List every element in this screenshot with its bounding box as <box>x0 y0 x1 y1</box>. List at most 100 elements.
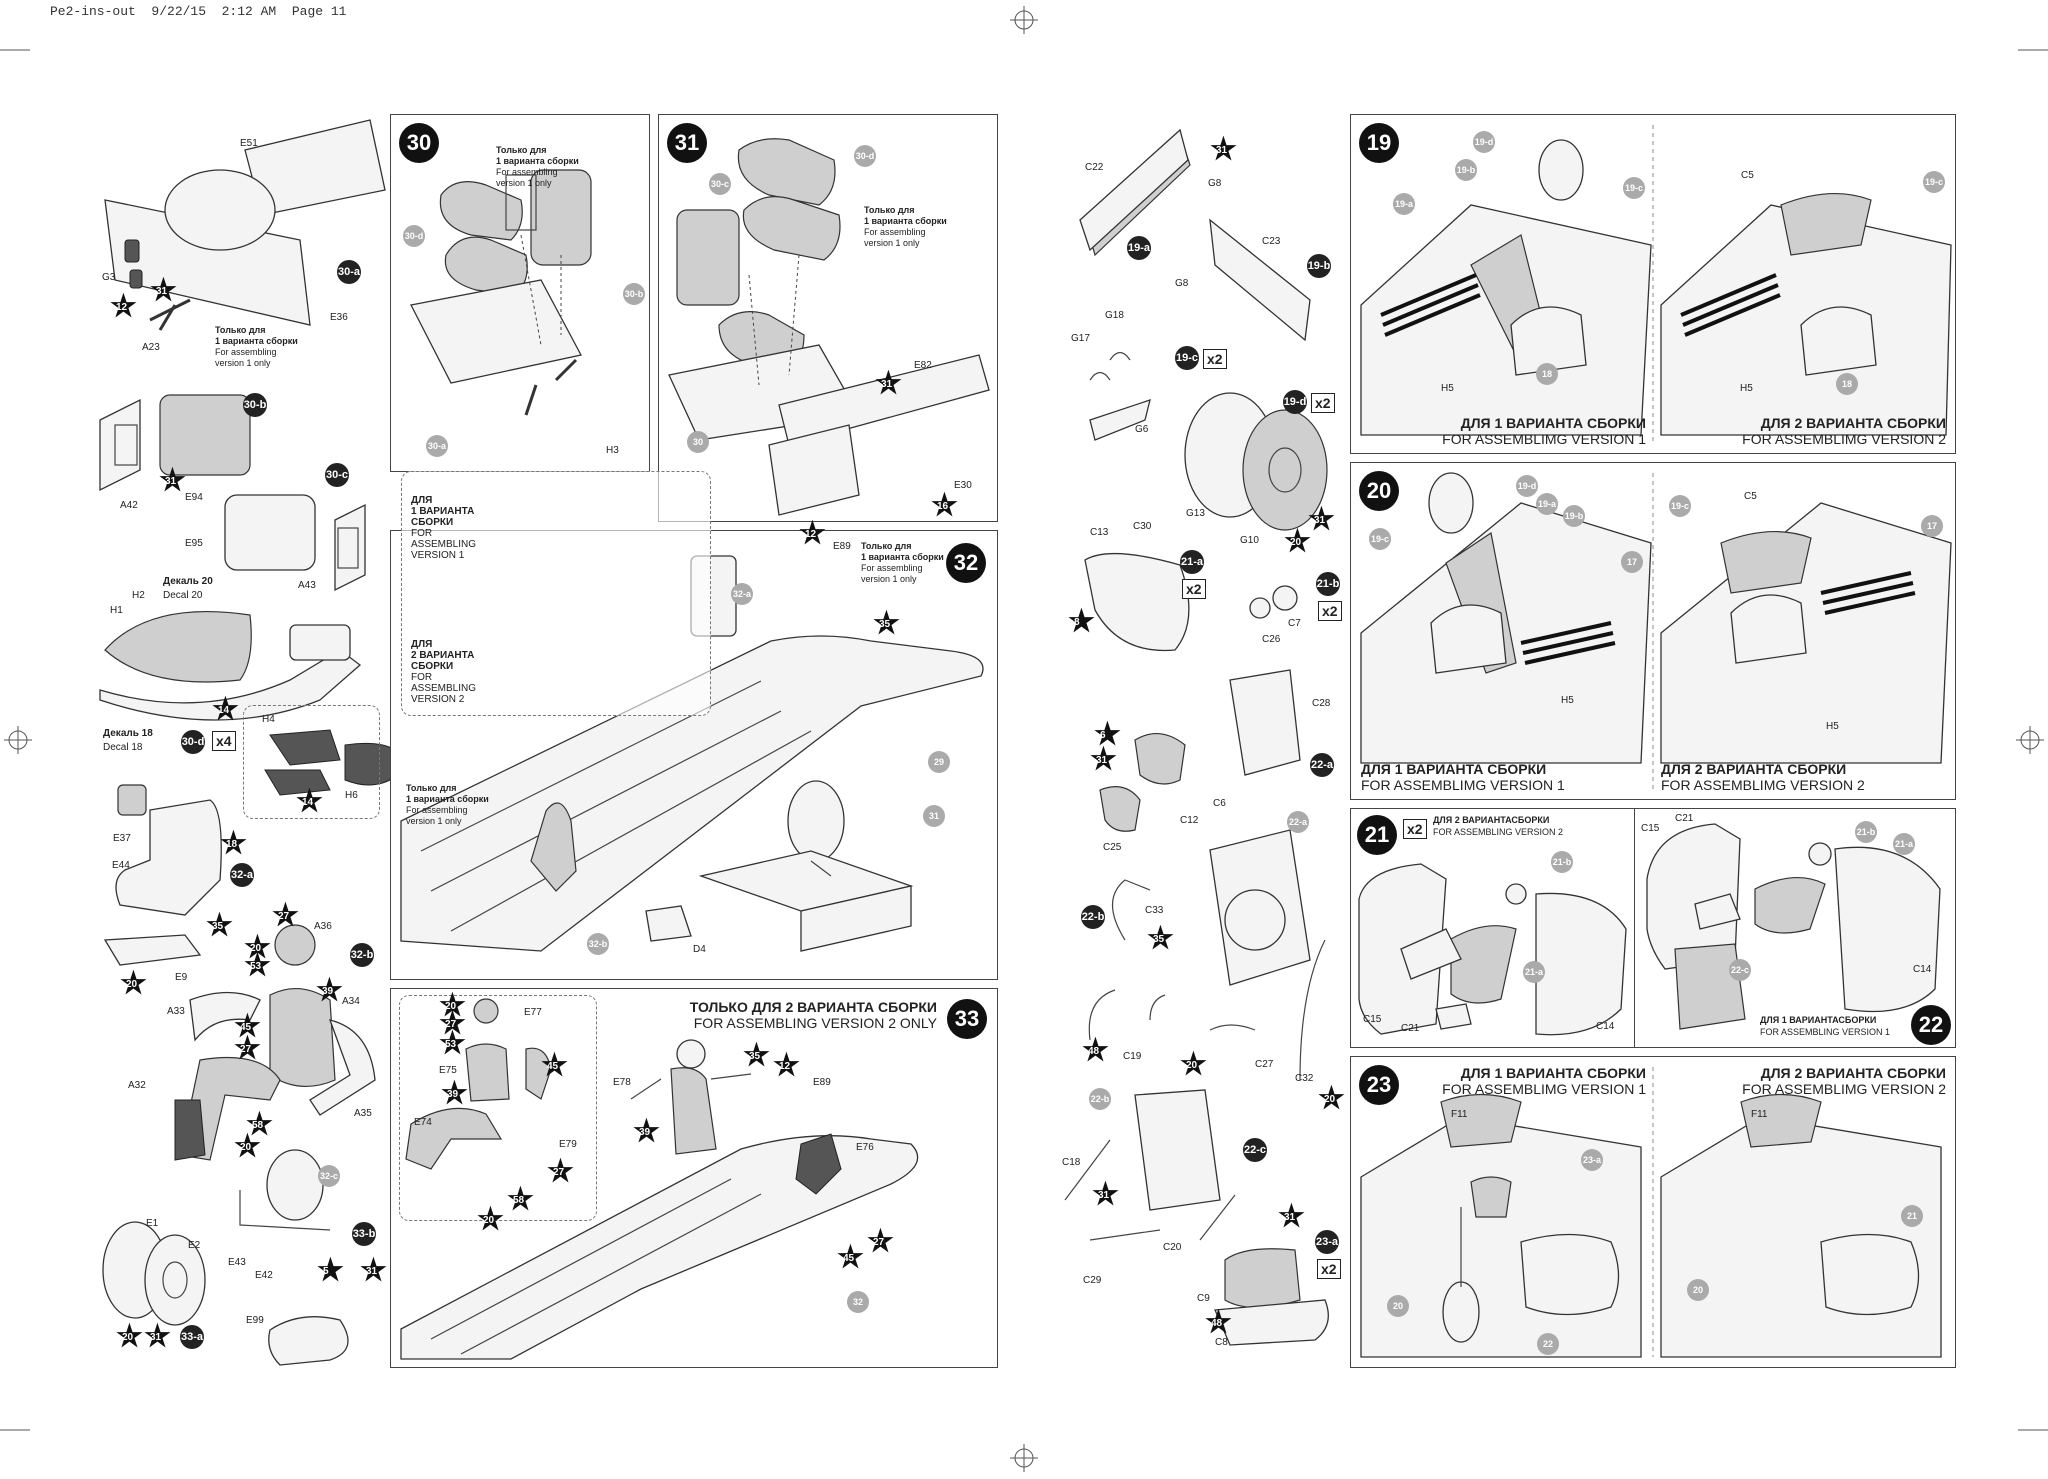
part-label: G8 <box>1208 178 1222 189</box>
part-label: H5 <box>1441 383 1454 394</box>
paint-ref-star: ★20 <box>477 1203 504 1236</box>
subassembly-badge: 30-b <box>623 283 645 305</box>
drawing-pilot-32b <box>174 924 376 1161</box>
part-ref: 17 <box>1921 515 1943 537</box>
paint-ref-star: ★27 <box>867 1225 894 1258</box>
paint-ref-star: ★58 <box>246 1108 273 1141</box>
part-ref: 20 <box>1387 1295 1409 1317</box>
decal18-ru: Декаль 18 <box>103 728 153 739</box>
part-label: H5 <box>1740 383 1753 394</box>
quantity-x2: x2 <box>1182 579 1206 599</box>
paint-ref-star: ★18 <box>220 827 247 860</box>
subassembly-badge: 21-a <box>1893 833 1915 855</box>
decal20-en: Decal 20 <box>163 590 203 601</box>
step-number: 22 <box>1911 1005 1951 1045</box>
step-number: 23 <box>1359 1065 1399 1105</box>
step-21-panel: 21 x2 ДЛЯ 2 ВАРИАНТАСБОРКИ FOR ASSEMBLIN… <box>1350 808 1636 1048</box>
part-label: C32 <box>1295 1073 1314 1084</box>
paint-ref-star: ★31 <box>1308 503 1335 536</box>
subassembly-badge: 21-b <box>1551 851 1573 873</box>
subassembly-badge: 30-d <box>181 730 205 754</box>
drawing-seat-32a <box>103 784 222 966</box>
step-number: 31 <box>667 123 707 163</box>
subassembly-badge: 30-d <box>854 145 876 167</box>
subassembly-badge: 21-b <box>1855 821 1877 843</box>
part-label: A35 <box>354 1108 372 1119</box>
step-number: 19 <box>1359 123 1399 163</box>
step-19-drawing <box>1360 125 1952 445</box>
paint-ref-star: ★20 <box>244 931 271 964</box>
part-label: C26 <box>1262 634 1281 645</box>
part-ref: 20 <box>1687 1279 1709 1301</box>
step-20-panel: 20 19-d 19-a 19-b 19-c 19-c 17 17 H5 H5 … <box>1350 462 1956 800</box>
paint-ref-star: ★20 <box>120 967 147 1000</box>
paint-ref-star: ★45 <box>541 1049 568 1082</box>
subassembly-badge: 21-a <box>1523 961 1545 983</box>
step21-ru: ДЛЯ 2 ВАРИАНТАСБОРКИ <box>1433 815 1550 825</box>
subassembly-badge: 19-d <box>1283 390 1307 414</box>
part-label: E43 <box>228 1257 246 1268</box>
paint-ref-star: ★31 <box>144 1320 171 1353</box>
step33-version-note: ТОЛЬКО ДЛЯ 2 ВАРИАНТА СБОРКИ FOR ASSEMBL… <box>689 999 937 1031</box>
part-label: E42 <box>255 1270 273 1281</box>
paint-ref-star: ★39 <box>633 1115 660 1148</box>
step-number: 21 <box>1357 815 1397 855</box>
subassembly-badge: 30-c <box>709 173 731 195</box>
part-label: E37 <box>113 833 131 844</box>
part-label: C15 <box>1363 1014 1382 1025</box>
decal18-en: Decal 18 <box>103 742 143 753</box>
drawing-30c <box>224 494 366 592</box>
paint-ref-star: ★31 <box>875 367 902 400</box>
paint-ref-star: ★20 <box>439 989 466 1022</box>
subassembly-badge: 32-c <box>318 1165 340 1187</box>
part-label: H4 <box>262 714 275 725</box>
paint-ref-star: ★27 <box>272 899 299 932</box>
quantity-x2: x2 <box>1403 819 1427 839</box>
part-label: C12 <box>1180 815 1199 826</box>
part-label: G18 <box>1105 310 1124 321</box>
paint-ref-star: ★48 <box>1205 1306 1232 1339</box>
drawing-30a <box>104 119 386 331</box>
part-label: H2 <box>132 590 145 601</box>
part-label: G17 <box>1071 333 1090 344</box>
part-label: E44 <box>112 860 130 871</box>
part-label: E1 <box>146 1218 159 1229</box>
subassembly-badge: 23-a <box>1315 1230 1339 1254</box>
part-label: E89 <box>833 541 851 552</box>
part-label: C14 <box>1596 1021 1615 1032</box>
paint-ref-star: ★31 <box>159 464 186 497</box>
paint-ref-star: ★35 <box>743 1039 770 1072</box>
part-label: A33 <box>167 1006 185 1017</box>
drawing-30b <box>99 394 251 492</box>
part-label: C21 <box>1675 813 1694 824</box>
paint-ref-star: ★31 <box>360 1254 387 1287</box>
part-ref: 21 <box>1901 1205 1923 1227</box>
part-label: E77 <box>524 1007 542 1018</box>
step-22-panel: 22 ДЛЯ 1 ВАРИАНТАСБОРКИ FOR ASSEMBLING V… <box>1634 808 1956 1048</box>
part-label: C13 <box>1090 527 1109 538</box>
subassembly-badge: 21-b <box>1316 572 1340 596</box>
paint-ref-star: ★27 <box>547 1155 574 1188</box>
paint-ref-star: ★8 <box>1068 605 1095 638</box>
part-label: E82 <box>914 360 932 371</box>
part-label: C9 <box>1197 1293 1210 1304</box>
part-label: G10 <box>1240 535 1259 546</box>
part-label: C20 <box>1163 1242 1182 1253</box>
subassembly-badge: 32-b <box>350 943 374 967</box>
subassembly-badge: 19-c <box>1669 495 1691 517</box>
paint-ref-star: ★14 <box>212 693 239 726</box>
paint-ref-star: ★31 <box>1210 133 1237 166</box>
part-label: A42 <box>120 500 138 511</box>
paint-ref-star: ★45 <box>234 1010 261 1043</box>
step-33-panel: 33 ТОЛЬКО ДЛЯ 2 ВАРИАНТА СБОРКИ FOR ASSE… <box>390 988 998 1368</box>
part-label: C5 <box>1741 170 1754 181</box>
quantity-x2: x2 <box>1203 349 1227 369</box>
part-ref: 18 <box>1836 373 1858 395</box>
part-label: C27 <box>1255 1059 1274 1070</box>
paint-ref-star: ★45 <box>837 1241 864 1274</box>
